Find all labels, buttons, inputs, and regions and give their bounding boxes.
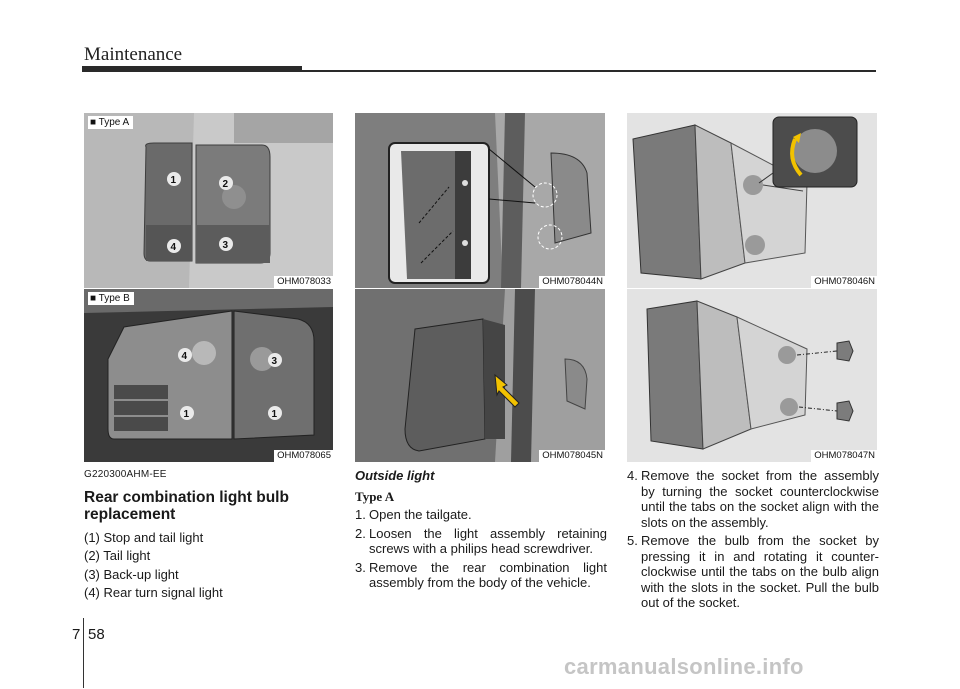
figure-type-a-lamp: 1 2 4 3 ■ Type A OHM078033: [84, 113, 333, 288]
header-rule: [302, 70, 876, 72]
watermark: carmanualsonline.info: [564, 654, 804, 679]
callout-label: 2: [223, 179, 229, 190]
figure-code: OHM078046N: [811, 276, 877, 288]
step-text: Open the tailgate.: [369, 507, 472, 522]
type-a-lamp-illustration: 1 2 4 3: [84, 113, 333, 288]
step-text: Loosen the light assembly retaining scre…: [369, 525, 607, 557]
step-item: 2. Loosen the light assembly retaining s…: [355, 526, 607, 557]
footer-rule: [83, 618, 84, 688]
figure-type-b-lamp: 4 3 1 1 ■ Type B OHM078065: [84, 289, 333, 462]
step-number: 3.: [355, 559, 366, 575]
page-header-title: Maintenance: [84, 44, 183, 65]
callout-label: 3: [223, 240, 229, 251]
step-text: Remove the socket from the assembly by t…: [641, 468, 879, 530]
type-label: Type A: [355, 488, 395, 504]
header-bar: [82, 66, 302, 72]
middle-column: Outside light Type A 1. Open the tailgat…: [355, 468, 607, 594]
remove-bulb-illustration: [627, 289, 877, 462]
callout-label: 1: [272, 409, 278, 420]
figure-code: OHM078033: [274, 276, 333, 288]
callout-4: [167, 239, 181, 253]
step-number: 2.: [355, 525, 366, 541]
callout-3: [219, 237, 233, 251]
step-item: 3. Remove the rear combination light ass…: [355, 560, 607, 591]
left-column: G220300AHM-EE Rear combination light bul…: [84, 467, 334, 604]
callout-1: [180, 406, 194, 420]
remove-assembly-illustration: [355, 289, 605, 462]
figure-code: OHM078065: [274, 450, 333, 462]
figure-remove-assembly: OHM078045N: [355, 289, 605, 462]
bulb-item: (3) Back-up light: [84, 566, 179, 582]
callout-label: 3: [272, 356, 278, 367]
callout-label: 1: [184, 409, 190, 420]
step-text: Remove the rear combination light assemb…: [369, 559, 607, 591]
callout-3: [268, 353, 282, 367]
document-code: G220300AHM-EE: [84, 469, 167, 480]
callout-label: 4: [171, 242, 177, 253]
figure-remove-socket: OHM078046N: [627, 113, 877, 288]
right-column: 4. Remove the socket from the assembly b…: [627, 468, 879, 614]
figure-code: OHM078047N: [811, 450, 877, 462]
bulb-item: (4) Rear turn signal light: [84, 585, 223, 600]
bulb-item: (2) Tail light: [84, 548, 151, 563]
step-number: 1.: [355, 507, 366, 522]
figure-code: OHM078044N: [539, 276, 605, 288]
step-item: 4. Remove the socket from the assembly b…: [627, 468, 879, 530]
callout-4: [178, 348, 192, 362]
type-a-tag: ■ Type A: [88, 116, 134, 129]
figure-remove-bulb: OHM078047N: [627, 289, 877, 462]
step-number: 5.: [627, 533, 638, 548]
callout-label: 1: [171, 175, 177, 186]
remove-socket-illustration: [627, 113, 877, 288]
page-number: 58: [88, 626, 105, 643]
retaining-screws-illustration: [355, 113, 605, 288]
callout-2: [219, 176, 233, 190]
step-item: 5. Remove the bulb from the socket by pr…: [627, 533, 879, 611]
callout-1: [167, 172, 181, 186]
callout-1: [268, 406, 282, 420]
callout-label: 4: [182, 351, 188, 362]
bulb-item: (1) Stop and tail light: [84, 529, 204, 545]
section-title: Rear combination light bulb replacement: [84, 488, 289, 523]
step-text: Remove the bulb from the socket by press…: [641, 533, 879, 610]
figure-code: OHM078045N: [539, 450, 605, 462]
figure-retaining-screws: OHM078044N: [355, 113, 605, 288]
step-item: 1. Open the tailgate.: [355, 507, 607, 523]
subsection-heading: Outside light: [355, 468, 435, 483]
type-b-tag: ■ Type B: [88, 292, 134, 305]
section-number: 7: [72, 626, 81, 643]
step-number: 4.: [627, 468, 638, 483]
type-b-lamp-illustration: 4 3 1 1: [84, 289, 333, 462]
